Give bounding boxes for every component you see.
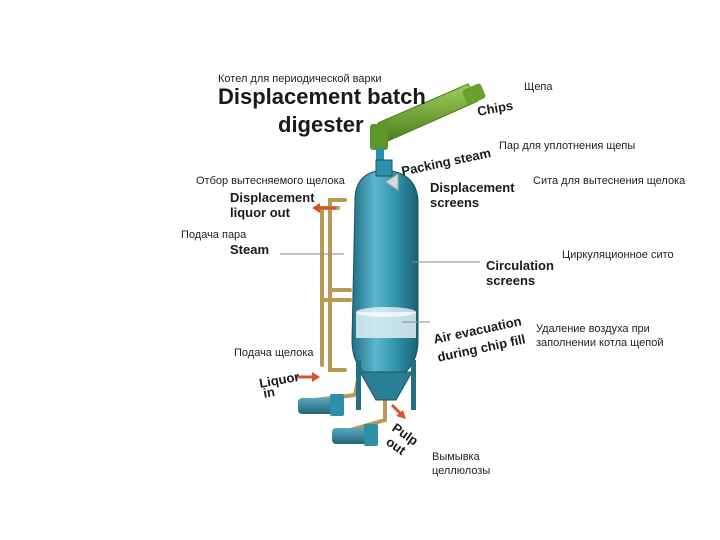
arrow-packing-steam [385, 173, 399, 191]
title-en-line1: Displacement batch [218, 84, 426, 109]
label-en-circulation-screens-2: screens [486, 273, 536, 288]
arrow-pulp-out [390, 403, 406, 419]
digester-vessel [351, 159, 419, 410]
label-en-displacement-screens-2: screens [430, 195, 480, 210]
title-en-line2: digester [278, 112, 364, 137]
arrow-liquor-in [296, 372, 320, 382]
pump-liquor [298, 394, 344, 416]
label-ru-packing-steam: Пар для уплотнения щепы [499, 140, 636, 152]
label-en-liquor-out-1: Displacement [230, 190, 315, 205]
label-ru-steam: Подача пара [181, 229, 247, 241]
title-ru: Котел для периодической варки [218, 73, 382, 85]
chip-conveyor [370, 83, 486, 164]
label-ru-circulation-screens: Циркуляционное сито [562, 249, 674, 261]
leader-lines [280, 253, 480, 323]
label-en-steam: Steam [230, 242, 270, 257]
label-ru-pulp-out: Вымывка целлюлозы [432, 451, 491, 477]
arrow-liquor-out [312, 203, 336, 213]
pump-pulp [332, 424, 378, 446]
label-en-liquor-out-2: liquor out [230, 205, 290, 220]
label-en-circulation-screens-1: Circulation [486, 258, 554, 273]
label-ru-chips: Щепа [524, 81, 553, 93]
label-ru-liquor-out: Отбор вытесняемого щелока [196, 175, 345, 187]
label-ru-displacement-screens: Сита для вытеснения щелока [533, 175, 686, 187]
label-en-displacement-screens-1: Displacement [430, 180, 515, 195]
label-en-liquor-in-2: in [262, 383, 276, 401]
label-ru-air-evacuation: Удаление воздуха при заполнении котла ще… [536, 323, 664, 349]
label-ru-liquor-in: Подача щелока [234, 347, 314, 359]
